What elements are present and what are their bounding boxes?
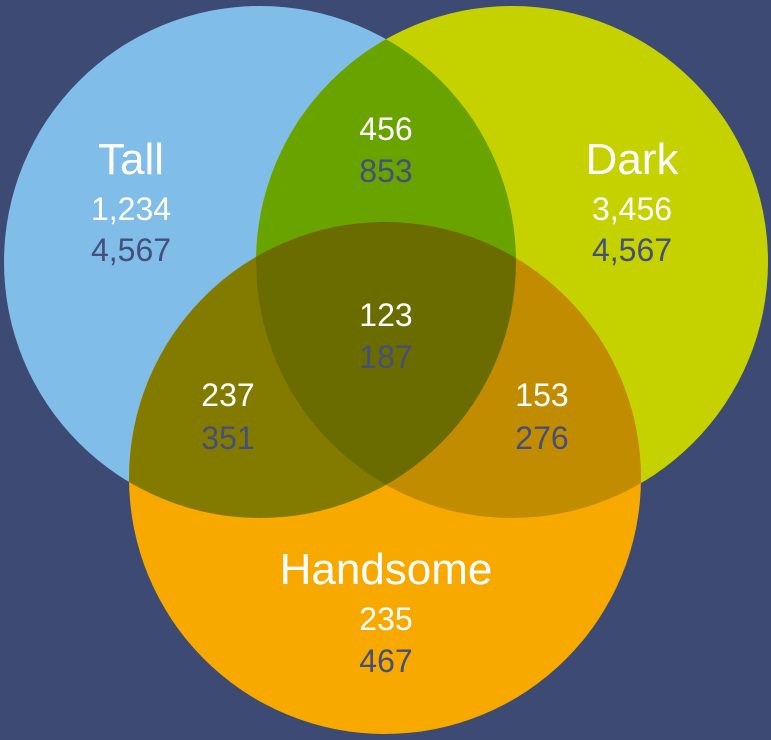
tall-handsome-value-1: 237 [201,377,255,413]
all-three-value-2: 187 [359,339,413,375]
handsome-value-2: 467 [359,643,413,679]
all-three-value-1: 123 [359,297,413,333]
handsome-value-1: 235 [359,601,413,637]
dark-value-2: 4,567 [591,232,673,268]
tall-label: Tall [97,135,165,184]
tall-value-1: 1,234 [90,191,172,227]
dark-label: Dark [585,135,679,184]
tall-handsome-value-2: 351 [201,420,255,456]
handsome-label: Handsome [279,545,493,594]
dark-value-1: 3,456 [591,191,673,227]
dark-handsome-value-1: 153 [515,377,569,413]
tall-value-2: 4,567 [90,232,172,268]
tall-dark-value-1: 456 [359,111,413,147]
dark-handsome-value-2: 276 [515,420,569,456]
tall-dark-value-2: 853 [359,153,413,189]
